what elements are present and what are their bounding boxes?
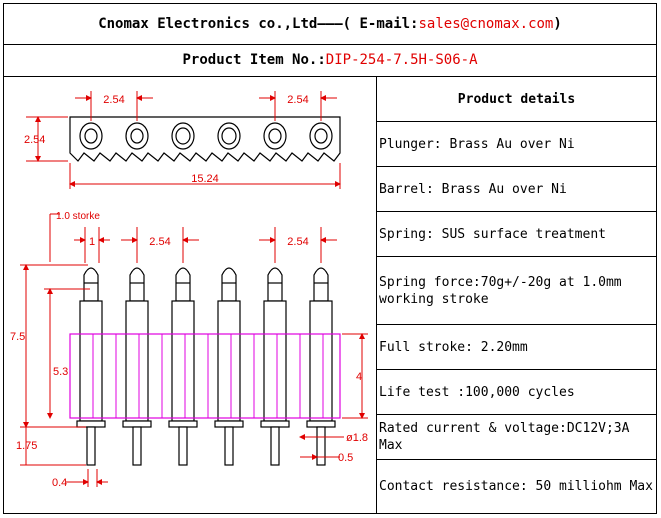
email-link[interactable]: sales@cnomax.com xyxy=(418,16,554,32)
pogo-pin xyxy=(76,267,106,466)
pogo-pin xyxy=(260,267,290,466)
pogo-pin xyxy=(306,267,336,466)
detail-plunger: Plunger: Brass Au over Ni xyxy=(377,122,656,167)
company-name: Cnomax Electronics co.,Ltd xyxy=(98,16,318,32)
side-pitch-left-label: 2.54 xyxy=(149,236,170,248)
detail-barrel: Barrel: Brass Au over Ni xyxy=(377,167,656,212)
header-close: ) xyxy=(553,16,562,32)
product-details: Product details Plunger: Brass Au over N… xyxy=(377,77,656,513)
company-header: Cnomax Electronics co.,Ltd ———( E-mail: … xyxy=(4,4,656,45)
spec-sheet: Cnomax Electronics co.,Ltd ———( E-mail: … xyxy=(3,3,657,514)
detail-full-stroke: Full stroke: 2.20mm xyxy=(377,325,656,370)
dim-4-label: 4 xyxy=(356,371,362,383)
detail-life-test: Life test :100,000 cycles xyxy=(377,370,656,415)
dim-1-8-label: ø1.8 xyxy=(346,432,368,444)
top-height-label: 2.54 xyxy=(24,134,45,146)
detail-spring: Spring: SUS surface treatment xyxy=(377,212,656,257)
detail-contact: Contact resistance: 50 milliohm Max xyxy=(379,479,653,494)
stroke-note-label: 1.0 storke xyxy=(56,211,100,222)
top-pitch-left-label: 2.54 xyxy=(103,94,124,106)
product-item-row: Product Item No.: DIP-254-7.5H-S06-A xyxy=(4,44,656,77)
technical-drawing: 2.54 2.54 2.54 15.24 xyxy=(4,77,377,513)
dim-0-4-label: 0.4 xyxy=(52,477,67,489)
item-label: Product Item No.: xyxy=(182,52,326,68)
dim-5-3-label: 5.3 xyxy=(53,366,68,378)
dim-7-5-label: 7.5 xyxy=(10,331,25,343)
pogo-pin xyxy=(214,267,244,466)
side-pitch-right-label: 2.54 xyxy=(287,236,308,248)
pogo-pin xyxy=(168,267,198,466)
pogo-pin xyxy=(122,267,152,466)
details-title: Product details xyxy=(377,77,656,122)
drawing-svg: 2.54 2.54 2.54 15.24 xyxy=(10,91,368,489)
item-number: DIP-254-7.5H-S06-A xyxy=(325,52,478,68)
dim-0-5-label: 0.5 xyxy=(338,452,353,464)
top-pitch-right-label: 2.54 xyxy=(287,94,308,106)
detail-rated: Rated current & voltage:DC12V;3A Max xyxy=(377,415,656,460)
top-view: 2.54 2.54 2.54 15.24 xyxy=(24,91,341,189)
dim-1-75-label: 1.75 xyxy=(16,440,37,452)
detail-spring-force: Spring force:70g+/-20g at 1.0mm working … xyxy=(377,257,656,325)
top-length-label: 15.24 xyxy=(191,173,219,185)
header-dash: ———( E-mail: xyxy=(317,16,419,32)
pin-width-label: 1 xyxy=(89,236,95,248)
side-view: 1.0 storke 1 2.54 2.54 7.5 5.3 4 1.75 0.… xyxy=(10,211,368,489)
